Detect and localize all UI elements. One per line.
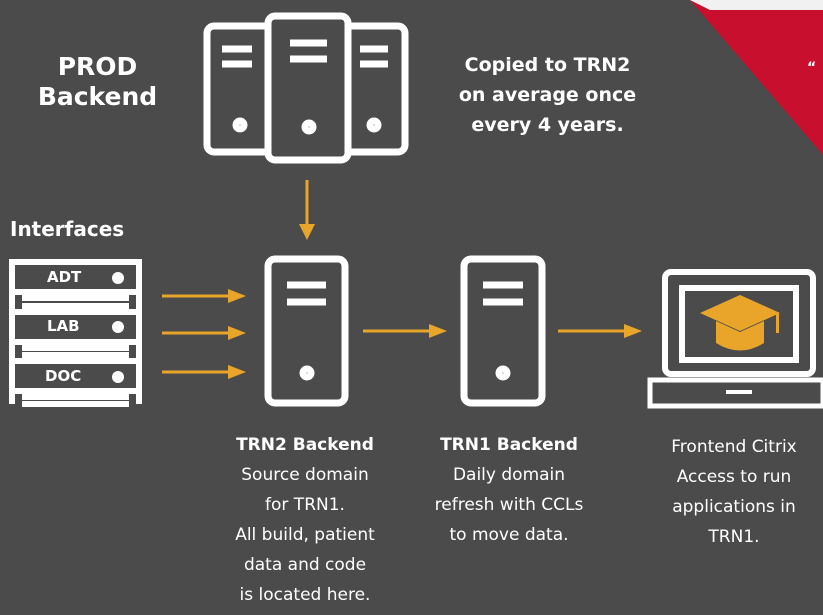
corner-quote-mark: “: [807, 60, 817, 76]
server-icon: [264, 255, 349, 407]
trn2-line: All build, patient: [235, 525, 375, 545]
interfaces-title: Interfaces: [10, 217, 125, 241]
server-rack-icon: [203, 12, 409, 164]
frontend-line: applications in: [672, 497, 796, 517]
interface-stack: [9, 259, 142, 407]
trn2-line: Source domain: [241, 465, 369, 485]
trn1-title: TRN1 Backend: [440, 435, 578, 455]
trn2-line: data and code: [243, 555, 367, 575]
prod-backend-label: PROD Backend: [30, 52, 165, 112]
trn1-line: Daily domain: [452, 465, 566, 485]
copied-line-3: every 4 years.: [471, 114, 624, 136]
interface-label-lab: LAB: [47, 317, 80, 335]
graduation-cap-icon: [700, 295, 780, 351]
copied-line-1: Copied to TRN2: [464, 54, 631, 76]
trn1-line: refresh with CCLs: [434, 495, 584, 515]
trn1-line: to move data.: [449, 525, 569, 545]
frontend-caption: Frontend Citrix Access to run applicatio…: [645, 432, 823, 552]
copied-note: Copied to TRN2 on average once every 4 y…: [420, 50, 675, 140]
interface-label-adt: ADT: [47, 268, 82, 286]
arrow-icon: [299, 180, 315, 240]
arrow-icon: [162, 289, 246, 379]
interface-dots: [112, 272, 124, 383]
frontend-line: TRN1.: [708, 527, 760, 547]
trn2-caption: TRN2 Backend Source domain for TRN1. All…: [208, 430, 402, 610]
frontend-line: Frontend Citrix: [671, 437, 797, 457]
frontend-line: Access to run: [676, 467, 792, 487]
server-icon: [460, 255, 546, 407]
trn2-title: TRN2 Backend: [236, 435, 374, 455]
arrow-icon: [363, 324, 447, 338]
trn1-caption: TRN1 Backend Daily domain refresh with C…: [408, 430, 610, 550]
interface-label-doc: DOC: [45, 367, 82, 385]
prod-line-1: PROD: [57, 52, 138, 81]
prod-line-2: Backend: [37, 82, 158, 111]
trn2-line: for TRN1.: [265, 495, 345, 515]
copied-line-2: on average once: [458, 84, 637, 106]
arrow-icon: [558, 324, 642, 338]
laptop-icon: [647, 269, 823, 409]
red-corner-shape: [690, 0, 823, 155]
white-corner-band: [690, 0, 823, 10]
trn2-line: is located here.: [239, 585, 371, 605]
